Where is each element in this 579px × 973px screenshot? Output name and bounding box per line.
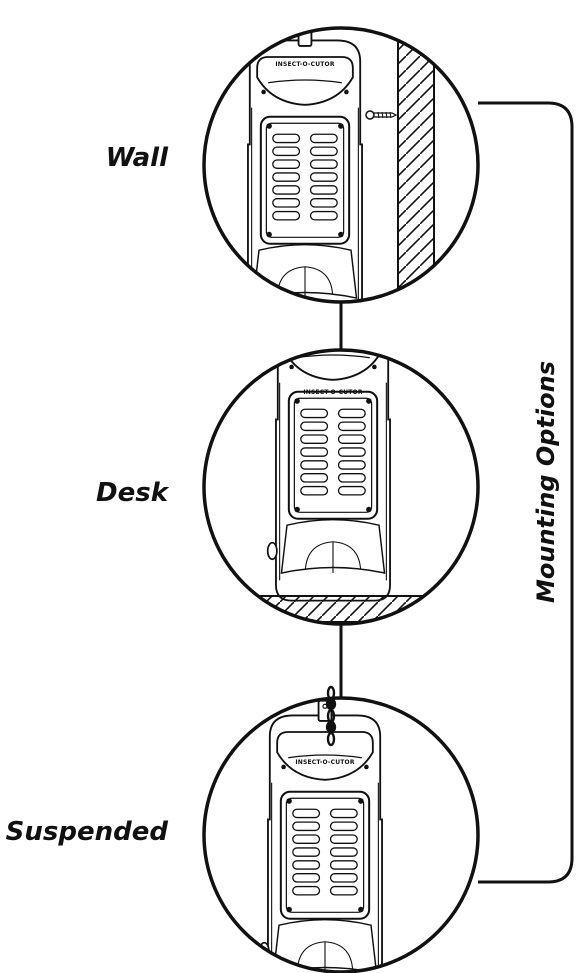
brand-text: INSECT-O-CUTOR [303,389,363,396]
chain-icon [325,685,337,747]
screw-icon [365,110,398,120]
wall-mount-circle: INSECT-O-CUTOR [202,26,480,304]
desk-mount-circle: INSECT-O-CUTOR [202,348,480,626]
desk-label: Desk [96,478,170,508]
brand-text: INSECT-O-CUTOR [275,61,335,68]
suspended-mount-circle: INSECT-O-CUTOR [202,685,480,973]
mounting-options-label: Mounting Options [532,361,560,603]
wall-surface [397,28,435,302]
suspended-label: Suspended [6,817,169,847]
desk-surface [204,595,478,623]
wall-label: Wall [106,143,169,173]
brand-text: INSECT-O-CUTOR [295,759,355,766]
mounting-options-bracket [478,101,574,884]
